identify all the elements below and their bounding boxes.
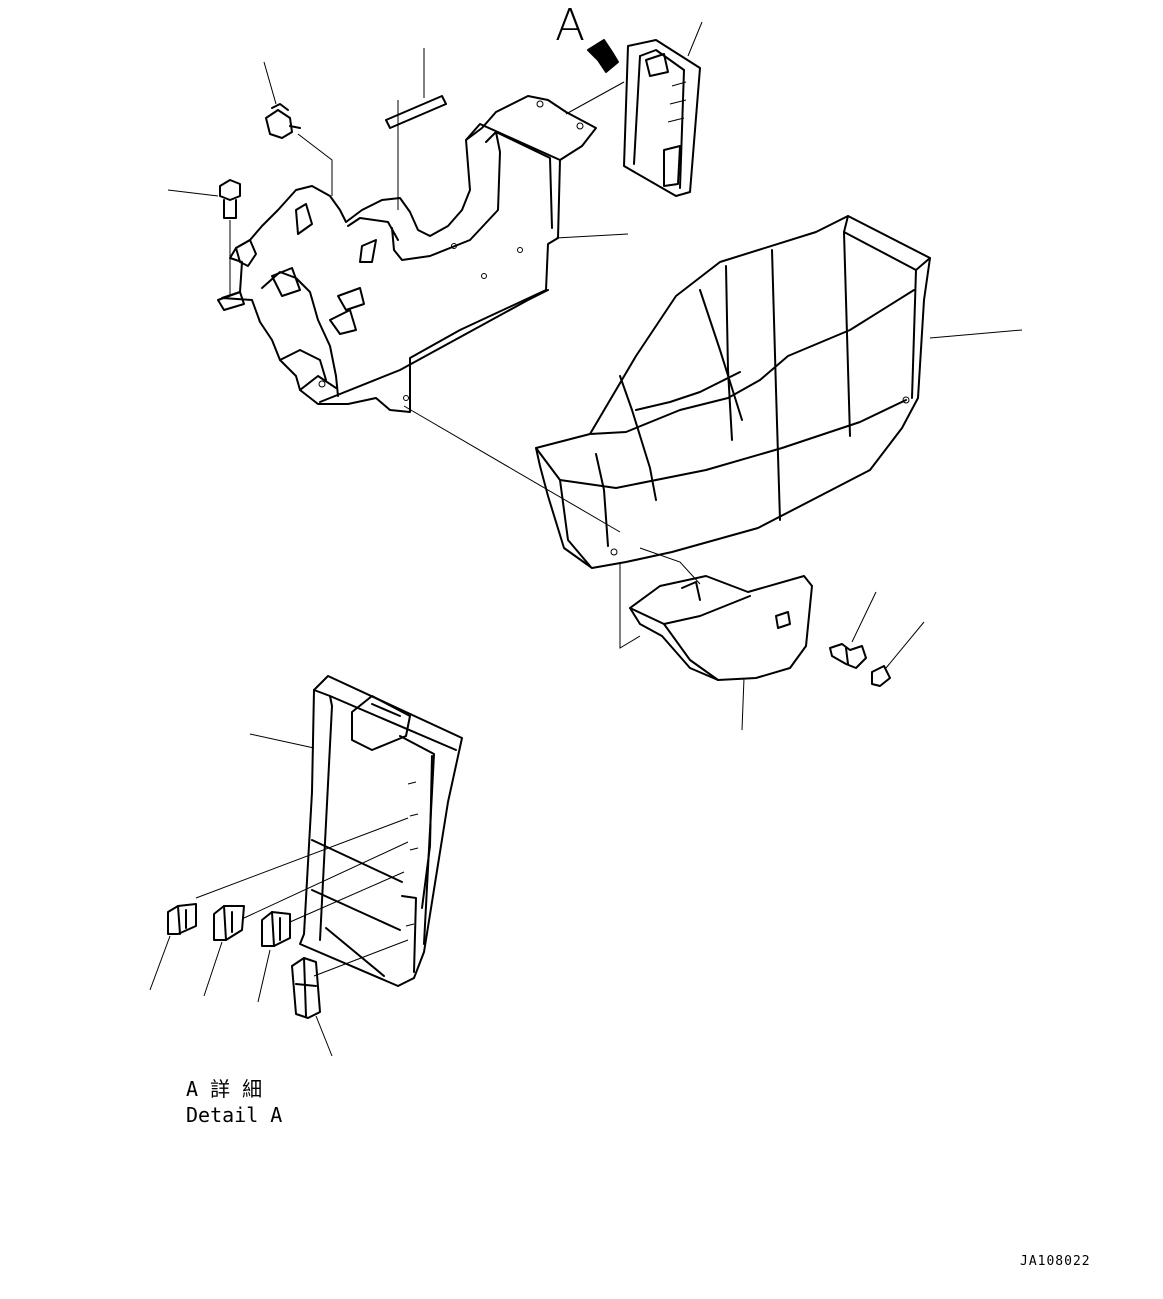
view-letter: A [555, 0, 586, 51]
fuse-clip-3 [257, 911, 291, 1003]
bracket-frame [217, 95, 629, 413]
screw [829, 591, 877, 669]
drawing-code: JA108022 [1020, 1254, 1091, 1269]
detail-label-en: Detail A [186, 1103, 283, 1127]
lower-cover [619, 547, 813, 731]
detail-label-jp: A 詳 細 [186, 1077, 263, 1101]
fuse-clip-2 [203, 905, 245, 997]
bolt [167, 179, 241, 296]
fuse-clip-1 [149, 903, 197, 991]
cap [871, 621, 925, 687]
rubber-strip [385, 48, 447, 210]
clip [263, 61, 333, 196]
rear-box-cover [403, 215, 1023, 569]
fuse-holder [291, 957, 333, 1057]
side-panel-a [565, 21, 703, 197]
detail-panel [195, 675, 463, 987]
